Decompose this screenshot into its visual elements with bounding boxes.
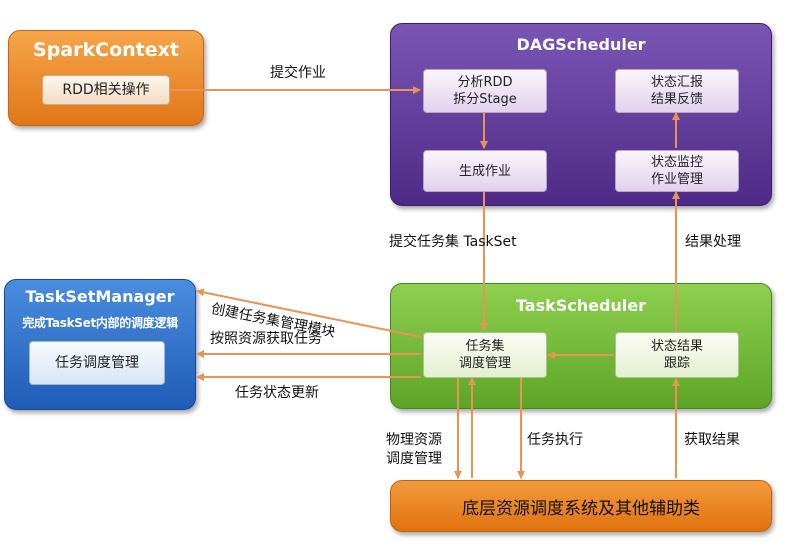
label-result-process: 结果处理	[685, 234, 741, 250]
status-monitor-box: 状态监控 作业管理	[615, 150, 739, 192]
status-track-box: 状态结果 跟踪	[615, 332, 739, 378]
task-set-manager-title: TaskSetManager	[25, 287, 175, 306]
task-scheduler-title: TaskScheduler	[515, 296, 647, 315]
status-report-box: 状态汇报 结果反馈	[615, 69, 739, 113]
resource-system-block: 底层资源调度系统及其他辅助类	[390, 480, 772, 532]
label-task-exec: 任务执行	[527, 432, 583, 448]
dag-scheduler-block: DAGScheduler 分析RDD 拆分Stage 状态汇报 结果反馈 生成作…	[390, 23, 772, 206]
label-submit-job: 提交作业	[270, 65, 326, 81]
dag-scheduler-title: DAGScheduler	[516, 35, 646, 54]
task-sched-box: 任务调度管理	[29, 341, 165, 385]
label-submit-taskset: 提交任务集 TaskSet	[389, 234, 517, 250]
task-set-manager-subtitle: 完成TaskSet内部的调度逻辑	[22, 316, 178, 330]
task-scheduler-block: TaskScheduler 任务集 调度管理 状态结果 跟踪	[390, 283, 772, 409]
spark-context-title: SparkContext	[33, 39, 179, 61]
rdd-ops-box: RDD相关操作	[42, 75, 170, 105]
spark-context-block: SparkContext RDD相关操作	[8, 30, 204, 126]
generate-job-box: 生成作业	[423, 150, 547, 192]
label-get-task: 按照资源获取任务	[210, 331, 322, 347]
arrow-create-manager	[196, 288, 422, 338]
task-set-manager-block: TaskSetManager 完成TaskSet内部的调度逻辑 任务调度管理	[4, 279, 196, 410]
label-physical-resource: 物理资源 调度管理	[386, 432, 442, 467]
label-get-result: 获取结果	[684, 432, 740, 448]
label-task-status-update: 任务状态更新	[235, 385, 319, 401]
taskset-sched-box: 任务集 调度管理	[423, 332, 547, 378]
